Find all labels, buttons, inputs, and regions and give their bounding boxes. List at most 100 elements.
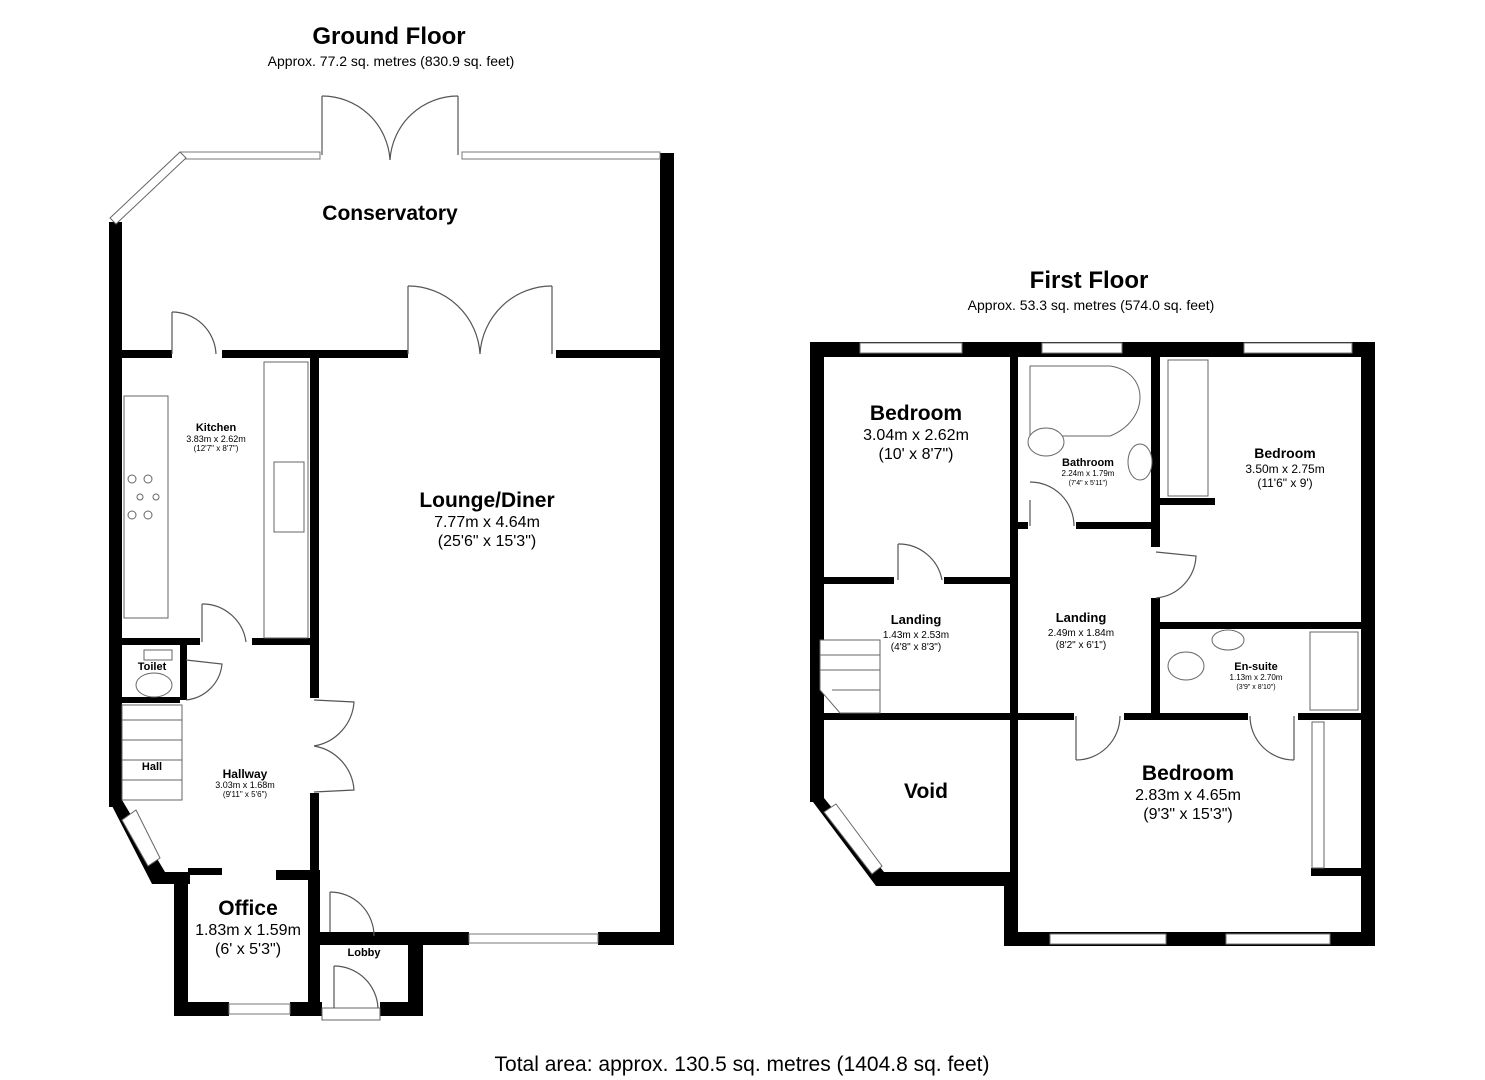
office-bottom-wall-left [174, 1002, 229, 1016]
lobby-bottom-wall [380, 1002, 423, 1016]
toilet-door [185, 659, 223, 701]
first-rear-left-wall [1004, 872, 1018, 946]
kitchen-top-wall-left [122, 350, 172, 358]
toilet-right-wall [180, 645, 187, 700]
wardrobe-right [1167, 359, 1209, 497]
first-floor-labels: First Floor Approx. 53.3 sq. metres (574… [863, 267, 1325, 823]
toilet-name: Toilet [138, 661, 167, 673]
bath-right-wall [1151, 357, 1160, 547]
bathroom-name: Bathroom [1062, 457, 1114, 469]
ground-rear-wall-mid [309, 932, 469, 945]
conservatory-window-top-left [179, 151, 321, 160]
first-floor-plan [810, 342, 1375, 946]
bath-icon [1029, 365, 1141, 437]
first-center-wall [1010, 357, 1018, 872]
kitchen-top-wall-mid [222, 350, 408, 358]
hall-name: Hall [142, 761, 162, 773]
bedroom-front-left-metric: 3.04m x 2.62m [863, 427, 969, 444]
ensuite-basin-icon [1211, 629, 1245, 651]
kitchen-name: Kitchen [196, 422, 237, 434]
hallway-imperial: (9'11" x 5'6") [223, 790, 267, 799]
bedroom-right-wardrobe-wall [1160, 498, 1215, 505]
first-right-wall [1361, 342, 1375, 946]
conservatory-window-top-right [461, 151, 661, 160]
bedroom-left-bottom-wall-a [824, 577, 894, 584]
bedroom-rear-name: Bedroom [1142, 762, 1234, 785]
conservatory-french-doors [321, 95, 459, 161]
kitchen-worktop-left [123, 395, 169, 619]
first-floor-area: Approx. 53.3 sq. metres (574.0 sq. feet) [968, 297, 1215, 313]
bath-basin-icon [1127, 443, 1153, 481]
total-area: Total area: approx. 130.5 sq. metres (14… [495, 1053, 990, 1076]
ground-stairs [121, 704, 183, 801]
landing-left-imperial: (4'8" x 8'3") [891, 642, 941, 653]
landing-mid-name: Landing [1056, 610, 1107, 625]
first-stairs [819, 639, 881, 714]
hallway-kitchen-door [201, 603, 247, 643]
landing-mid-metric: 2.49m x 1.84m [1048, 628, 1114, 639]
bedroom-rear-imperial: (9'3" x 15'3") [1143, 806, 1233, 823]
lobby-inner-door [329, 891, 375, 937]
bedroom-front-left-name: Bedroom [870, 402, 962, 425]
ensuite-wc-icon [1167, 651, 1205, 681]
lounge-rear-window [468, 933, 599, 944]
office-imperial: (6' x 5'3") [215, 941, 281, 958]
ground-rear-wall-right [598, 932, 674, 945]
ground-floor-plan [109, 95, 674, 1021]
hallway-office-wall [188, 868, 222, 875]
bathroom-imperial: (7'4" x 5'11") [1069, 480, 1108, 487]
landing-mid-imperial: (8'2" x 6'1") [1056, 640, 1106, 651]
lounge-french-doors [407, 285, 553, 355]
shower-icon [1309, 631, 1359, 711]
ensuite-imperial: (3'9" x 8'10") [1236, 684, 1275, 691]
office-left-wall [174, 872, 188, 1016]
ground-left-wall [109, 222, 122, 807]
void-name: Void [904, 780, 948, 803]
lounge-imperial: (25'6" x 15'3") [438, 533, 536, 550]
landing-bottom-wall-left [824, 713, 1074, 720]
first-windows [859, 342, 1353, 945]
bedroom-rear-wardrobe-wall [1311, 868, 1361, 876]
hallway-name: Hallway [223, 767, 268, 781]
kitchen-bottom-wall-left [122, 638, 200, 645]
first-left-wall [810, 342, 824, 802]
ground-floor-area: Approx. 77.2 sq. metres (830.9 sq. feet) [268, 53, 515, 69]
bath-bottom-wall-right [1076, 522, 1158, 529]
bedroom-rear-metric: 2.83m x 4.65m [1135, 787, 1241, 804]
office-name: Office [218, 897, 278, 920]
lobby-right-wall [408, 932, 423, 1016]
bedroom-right-name: Bedroom [1254, 445, 1315, 461]
lobby-name: Lobby [348, 947, 382, 959]
ground-right-wall [660, 153, 674, 945]
first-doors [897, 481, 1295, 761]
bedroom-front-left-imperial: (10' x 8'7") [879, 446, 954, 463]
ground-wc-icon [135, 672, 173, 698]
void-bottom-wall [876, 872, 1018, 886]
kitchen-sink-icon [273, 461, 305, 533]
lobby-front-door [321, 965, 381, 1021]
bath-wc-icon [1027, 427, 1065, 457]
bedroom-right-imperial: (11'6" x 9') [1257, 476, 1312, 490]
landing-left-metric: 1.43m x 2.53m [883, 630, 949, 641]
ensuite-name: En-suite [1234, 661, 1277, 673]
ensuite-metric: 1.13m x 2.70m [1230, 673, 1283, 682]
landing-bottom-wall-mid [1124, 713, 1248, 720]
toilet-bottom-wall [122, 697, 180, 703]
ensuite-top-wall [1160, 622, 1361, 629]
office-metric: 1.83m x 1.59m [195, 922, 301, 939]
ground-floor-labels: Ground Floor Approx. 77.2 sq. metres (83… [138, 23, 555, 959]
landing-left-name: Landing [891, 612, 942, 627]
conservatory-name: Conservatory [322, 202, 458, 225]
hallway-lounge-door [313, 699, 355, 793]
ensuite-left-wall [1151, 598, 1160, 720]
office-top-right-wall [276, 870, 320, 880]
kitchen-metric: 3.83m x 2.62m [186, 434, 246, 444]
office-window [228, 1003, 291, 1015]
hallway-lounge-wall [310, 793, 319, 933]
lounge-metric: 7.77m x 4.64m [434, 514, 540, 531]
first-floor-title: First Floor [1030, 267, 1149, 294]
kitchen-imperial: (12'7" x 8'7") [194, 444, 239, 453]
kitchen-lounge-wall [310, 358, 319, 698]
lounge-top-wall-right [556, 350, 660, 358]
